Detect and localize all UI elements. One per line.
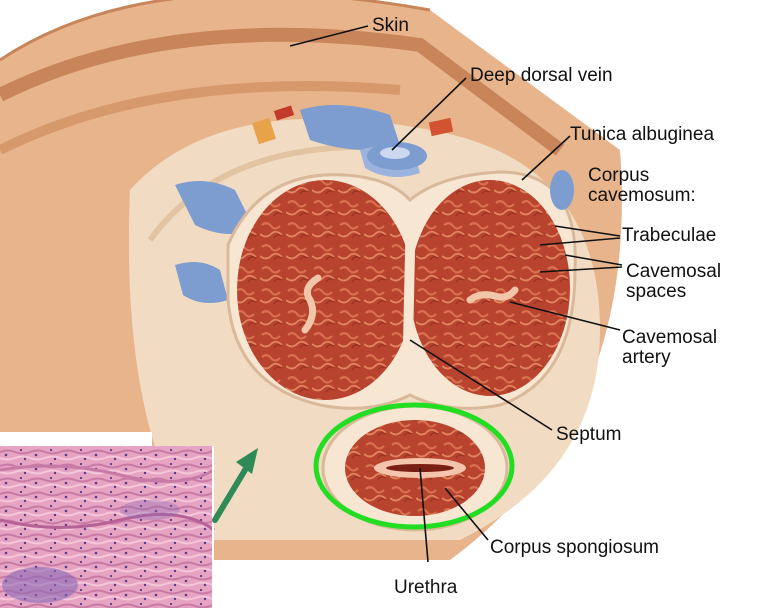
- septum-wall: [407, 205, 411, 390]
- label-cavernosal-artery: Cavemosal artery: [622, 328, 717, 368]
- label-corpus-cavernosum-line2: cavemosum:: [588, 186, 696, 206]
- label-cavernosal-spaces-line2: spaces: [626, 282, 721, 302]
- label-cavernosal-artery-line1: Cavemosal: [622, 328, 717, 348]
- label-corpus-cavernosum: Corpus cavemosum:: [588, 166, 696, 206]
- label-skin: Skin: [372, 16, 409, 36]
- histology-inset: [0, 432, 214, 608]
- label-cavernosal-spaces-line1: Cavemosal: [626, 262, 721, 282]
- label-trabeculae: Trabeculae: [622, 226, 716, 246]
- corpus-cavernosum-right: [410, 180, 570, 396]
- label-corpus-cavernosum-line1: Corpus: [588, 166, 696, 186]
- label-corpus-spongiosum: Corpus spongiosum: [490, 538, 659, 558]
- label-septum: Septum: [556, 425, 621, 445]
- label-cavernosal-artery-line2: artery: [622, 348, 717, 368]
- corpus-cavernosum-left: [237, 180, 413, 400]
- label-cavernosal-spaces: Cavemosal spaces: [626, 262, 721, 302]
- label-deep-dorsal-vein: Deep dorsal vein: [470, 66, 613, 86]
- label-urethra: Urethra: [394, 578, 457, 598]
- label-tunica-albuginea: Tunica albuginea: [570, 125, 714, 145]
